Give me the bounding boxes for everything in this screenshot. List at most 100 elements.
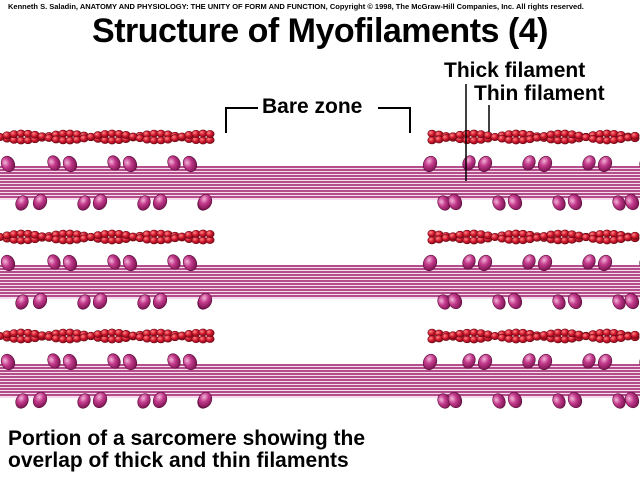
- myosin-head: [152, 391, 168, 409]
- myosin-head: [15, 393, 29, 409]
- myosin-head: [522, 155, 536, 171]
- thick-filament-1: [0, 155, 640, 211]
- myosin-head: [122, 155, 138, 173]
- myosin-head: [447, 391, 463, 409]
- myosin-head: [62, 353, 78, 371]
- myosin-head: [477, 353, 493, 371]
- copyright-notice: Kenneth S. Saladin, ANATOMY AND PHYSIOLO…: [8, 2, 584, 11]
- myosin-head: [15, 294, 29, 310]
- myosin-head: [552, 195, 566, 211]
- myosin-head: [15, 195, 29, 211]
- myosin-head: [477, 254, 493, 272]
- myosin-head: [92, 193, 108, 211]
- myosin-head: [77, 294, 91, 310]
- myosin-head: [182, 254, 198, 272]
- myosin-head: [624, 193, 640, 211]
- myosin-head: [422, 155, 438, 173]
- myosin-head: [492, 294, 506, 310]
- thin-filament-left-3: [0, 328, 215, 344]
- myosin-head: [422, 254, 438, 272]
- caption-line-2: overlap of thick and thin filaments: [8, 449, 349, 472]
- myosin-head: [167, 254, 181, 270]
- myosin-head: [92, 292, 108, 310]
- myosin-head: [137, 294, 151, 310]
- myosin-head: [552, 294, 566, 310]
- myosin-head: [122, 254, 138, 272]
- myosin-head: [107, 353, 121, 369]
- thick-filament-label: Thick filament: [444, 59, 586, 82]
- myosin-head: [62, 254, 78, 272]
- myosin-head: [537, 353, 553, 371]
- myosin-head: [612, 393, 626, 409]
- myosin-head: [152, 193, 168, 211]
- caption-line-1: Portion of a sarcomere showing the: [8, 427, 366, 450]
- myosin-head: [567, 292, 583, 310]
- myosin-head: [422, 353, 438, 371]
- myosin-head: [447, 193, 463, 211]
- thick-filament-2: [0, 254, 640, 310]
- myosin-head: [612, 195, 626, 211]
- myosin-head: [62, 155, 78, 173]
- myosin-head: [137, 393, 151, 409]
- myosin-head: [462, 254, 476, 270]
- myosin-head: [107, 155, 121, 171]
- myosin-head: [597, 155, 613, 173]
- myosin-head: [47, 353, 61, 369]
- myosin-head: [567, 193, 583, 211]
- bare-zone-label: Bare zone: [262, 95, 363, 118]
- myosin-head: [167, 353, 181, 369]
- myosin-head: [552, 393, 566, 409]
- thin-filament-label: Thin filament: [474, 82, 605, 105]
- bare-zone-bracket: [225, 107, 411, 133]
- myosin-head: [492, 393, 506, 409]
- myosin-head: [152, 292, 168, 310]
- thick-filaments-layer: [0, 155, 640, 409]
- myosin-head: [182, 155, 198, 173]
- thin-filament-right-1: [427, 129, 640, 145]
- thick-filament-3: [0, 353, 640, 409]
- myosin-head: [0, 254, 16, 272]
- myosin-head: [197, 391, 213, 409]
- myosin-head: [47, 254, 61, 270]
- myosin-head: [624, 292, 640, 310]
- myosin-head: [32, 292, 48, 310]
- myosin-head: [507, 292, 523, 310]
- myosin-head: [0, 353, 16, 371]
- myosin-head: [167, 155, 181, 171]
- myosin-head: [447, 292, 463, 310]
- myosin-head: [462, 353, 476, 369]
- myosin-head: [477, 155, 493, 173]
- myosin-head: [77, 195, 91, 211]
- myosin-head: [582, 254, 596, 270]
- myosin-head: [567, 391, 583, 409]
- myosin-head: [92, 391, 108, 409]
- myosin-head: [507, 391, 523, 409]
- myosin-head: [122, 353, 138, 371]
- myosin-head: [32, 391, 48, 409]
- myosin-head: [197, 292, 213, 310]
- myosin-head: [597, 353, 613, 371]
- myosin-head: [612, 294, 626, 310]
- thin-filament-left-2: [0, 229, 215, 245]
- myosin-head: [522, 353, 536, 369]
- thin-filament-left-1: [0, 129, 215, 145]
- myosin-head: [32, 193, 48, 211]
- myosin-head: [182, 353, 198, 371]
- myosin-head: [582, 353, 596, 369]
- thin-filaments-layer: [0, 129, 640, 344]
- myosin-head: [107, 254, 121, 270]
- thin-filament-right-3: [427, 328, 640, 344]
- myosin-head: [47, 155, 61, 171]
- myosin-head: [77, 393, 91, 409]
- myosin-head: [624, 391, 640, 409]
- myosin-head: [197, 193, 213, 211]
- myosin-head: [522, 254, 536, 270]
- myosin-head: [597, 254, 613, 272]
- thin-filament-right-2: [427, 229, 640, 245]
- myosin-head: [537, 254, 553, 272]
- myosin-head: [537, 155, 553, 173]
- figure-caption: Portion of a sarcomere showing the overl…: [8, 428, 365, 472]
- slide-title: Structure of Myofilaments (4): [92, 12, 548, 50]
- myosin-head: [507, 193, 523, 211]
